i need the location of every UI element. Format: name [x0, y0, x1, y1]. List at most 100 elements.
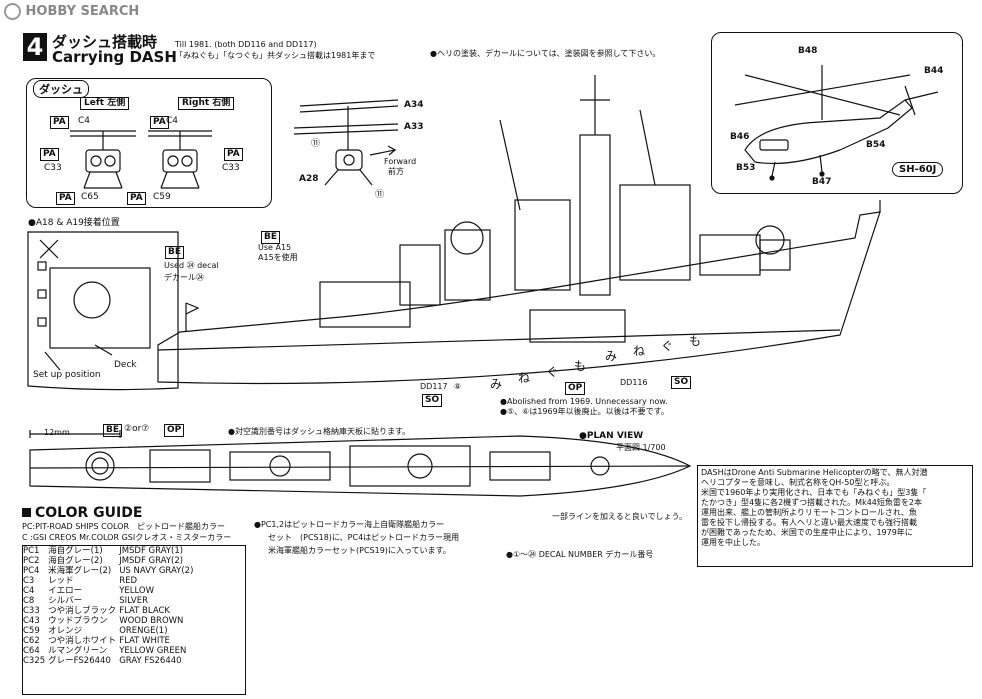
color-jp: 米海軍グレー(2) [48, 566, 112, 576]
dash-note-line: DASHはDrone Anti Submarine Helicopterの略で、… [701, 468, 928, 477]
plan-line-note: 一部ラインを加えると良いでしょう。 [552, 512, 688, 521]
color-jp: レッド [48, 576, 74, 586]
color-en: US NAVY GRAY(2) [119, 566, 194, 576]
color-row: C8 シルバー SILVER [23, 596, 196, 606]
color-guide-title: COLOR GUIDE [22, 505, 142, 521]
inset-title: ●A18 & A19接着位置 [28, 218, 120, 228]
c33-label: C33 [44, 163, 62, 173]
c65-label: C65 [81, 192, 99, 202]
color-jp: ウッドブラウン [48, 616, 108, 626]
forward-label-en: Forward [384, 157, 417, 166]
step-title-en: Carrying DASH [52, 48, 177, 66]
svg-text:ぐ: ぐ [546, 365, 558, 379]
pa-tag: PA [127, 192, 146, 205]
be-tag: BE [165, 246, 185, 259]
svg-text:も: も [574, 359, 586, 373]
pa-tag: PA [40, 148, 59, 161]
color-code: C59 [23, 626, 40, 636]
color-jp: 海自グレー(1) [48, 546, 103, 556]
svg-text:み: み [490, 377, 502, 391]
color-code: C8 [23, 596, 35, 606]
pa-tag: PA [150, 116, 169, 129]
plan-title-jp: 平面図 1/700 [616, 443, 666, 452]
used-24-label: Used ㉔ decal [164, 261, 219, 270]
color-en: SILVER [119, 596, 148, 606]
color-code: C33 [23, 606, 40, 616]
color-jp: つや消しブラック [48, 606, 117, 616]
color-en: ORENGE(1) [119, 626, 168, 636]
pa-tag: PA [56, 192, 75, 205]
or-label: ②or⑦ [124, 424, 150, 434]
a33-label: A33 [404, 122, 424, 132]
scale-12mm-label: 12mm [44, 428, 70, 437]
step-number: 4 [23, 33, 47, 61]
color-en: JMSDF GRAY(2) [119, 556, 184, 566]
color-code: PC2 [23, 556, 40, 566]
pc-note-2: セット (PCS18)に、PC4はピットロードカラー現用 [268, 533, 460, 542]
dash-note-line: 運用を中止した。 [701, 538, 765, 547]
color-en: YELLOW [119, 586, 155, 596]
pc-note-1: ●PC1,2はピットロードカラー海上自衛隊艦船カラー [254, 520, 445, 529]
pc-note-3: 米海軍艦船カラーセット(PCS19)に入っています。 [268, 546, 451, 555]
color-row: PC4 米海軍グレー(2) US NAVY GRAY(2) [23, 566, 196, 576]
b53-label: B53 [736, 163, 756, 173]
a28-label: A28 [299, 174, 319, 184]
b47-label: B47 [812, 177, 832, 187]
svg-text:み: み [605, 349, 617, 363]
color-guide-title-text: COLOR GUIDE [35, 505, 143, 521]
c33-label: C33 [222, 163, 240, 173]
helicopter-box [711, 32, 963, 194]
so-tag: SO [422, 394, 443, 407]
decal-24-label: デカール㉔ [164, 273, 204, 282]
use-a15-label: Use A15 [258, 243, 292, 252]
a34-label: A34 [404, 100, 424, 110]
b48-label: B48 [798, 46, 818, 56]
so-tag: SO [671, 376, 692, 389]
color-jp: ルマングリーン [48, 646, 108, 656]
square-icon [22, 508, 31, 517]
b46-label: B46 [730, 132, 750, 142]
color-jp: シルバー [48, 596, 83, 606]
color-legend-2: C :GSI CREOS Mr.COLOR GSIクレオス・ミスターカラー [22, 533, 232, 542]
color-code: PC4 [23, 566, 40, 576]
inset-setup-label: Set up position [33, 370, 101, 380]
dash-detail-box [26, 78, 272, 208]
part-8-label: ⑧ [454, 382, 462, 391]
plan-note: ●対空識別番号はダッシュ格納庫天板に貼ります。 [228, 427, 411, 436]
dash-note-box: DASHはDrone Anti Submarine Helicopterの略で、… [697, 465, 973, 567]
dash-note-line: ヘリコプターを意味し、制式名称をQH-50型と呼ぶ。 [701, 478, 895, 487]
c59-label: C59 [153, 192, 171, 202]
color-jp: 海自グレー(2) [48, 556, 103, 566]
color-code: PC1 [23, 546, 40, 556]
color-en: WOOD BROWN [119, 616, 184, 626]
dash-note-line: 運用出来、艦上の管制所よりリモートコントロールされ、魚 [701, 508, 917, 517]
color-code: C325 [23, 656, 46, 666]
color-row: PC2 海自グレー(2) JMSDF GRAY(2) [23, 556, 196, 566]
left-side-label: Left 左側 [80, 97, 130, 110]
color-jp: つや消しホワイト [48, 636, 117, 646]
watermark-logo: HOBBY SEARCH [4, 3, 139, 20]
a15-jp-label: A15を使用 [258, 253, 298, 262]
color-jp: オレンジ [48, 626, 83, 636]
svg-text:ね: ね [633, 344, 645, 358]
c4-label: C4 [166, 116, 179, 126]
pa-tag: PA [50, 116, 69, 129]
color-jp: グレーFS26440 [48, 656, 111, 666]
color-code: C4 [23, 586, 35, 596]
dash-note-line: たかつき」型4隻に各2機ずつ搭載された。Mk44短魚雷を2本 [701, 498, 922, 507]
color-code: C62 [23, 636, 40, 646]
part-11-label: ⑪ [375, 190, 385, 200]
helo-model-label: SH-60J [892, 162, 944, 177]
color-row: C59 オレンジ ORENGE(1) [23, 626, 196, 636]
abolished-en: ●Abolished from 1969. Unnecessary now. [500, 397, 668, 406]
step-note-3: ●ヘリの塗装、デカールについては、塗装図を参照して下さい。 [430, 49, 661, 58]
dash-note-line: 雷を投下し帰投する。有人ヘリと違い最大速度でも強行搭載 [701, 518, 917, 527]
dd117-label: DD117 [420, 382, 448, 391]
